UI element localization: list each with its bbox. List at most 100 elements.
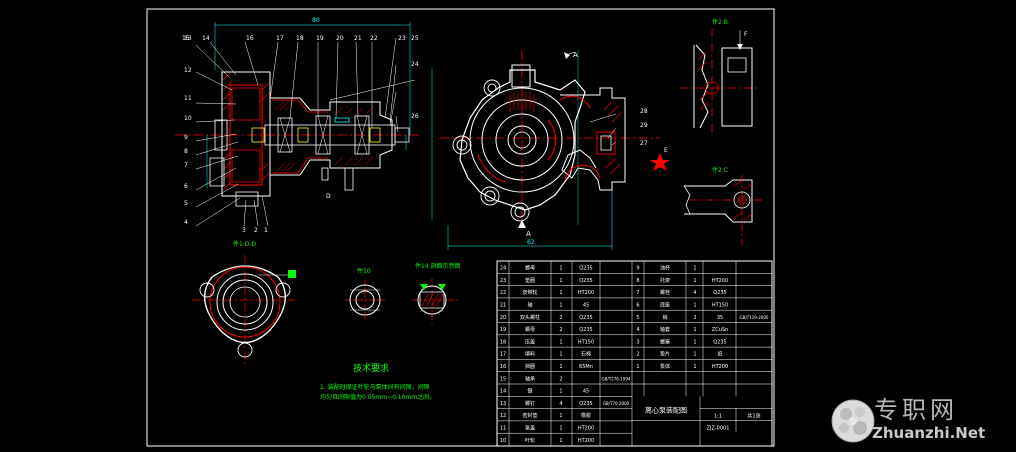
parts-no-cell: 6 <box>636 303 639 309</box>
parts-no-cell: 22 <box>500 290 506 296</box>
parts-mat-cell: HT200 <box>712 364 728 370</box>
svg-text:80: 80 <box>312 17 320 24</box>
small-part-label: 件10 <box>357 267 371 275</box>
balloon-left-9: 9 <box>184 134 188 141</box>
parts-mat-cell: HT200 <box>578 290 594 296</box>
parts-no-cell: 2 <box>636 352 639 358</box>
balloon-top-14: 14 <box>202 35 210 42</box>
parts-no-cell: 1 <box>636 364 639 370</box>
parts-mat-cell: HT200 <box>712 278 728 284</box>
parts-name-cell: 挡圈 <box>525 363 535 370</box>
section-view: 80 <box>175 17 420 227</box>
parts-no-cell: 16 <box>500 364 506 370</box>
cross-section-label: 件14 剖面示意图 <box>415 262 461 270</box>
arrow-d: D <box>326 193 331 200</box>
parts-name-cell: 螺栓 <box>660 289 670 296</box>
tech-title: 技术要求 <box>353 362 389 374</box>
parts-name-cell: 轴 <box>527 302 532 309</box>
balloon-left-4: 4 <box>184 219 188 226</box>
parts-qty-cell: 1 <box>559 303 562 309</box>
parts-qty-cell: 1 <box>559 266 562 272</box>
parts-mat-cell: Q235 <box>713 290 726 296</box>
parts-qty-cell: 1 <box>693 327 696 333</box>
balloon-front-27: 27 <box>640 140 648 147</box>
parts-qty-cell: 1 <box>693 303 696 309</box>
parts-no-cell: 13 <box>500 401 506 407</box>
parts-name-cell: 底座 <box>660 302 670 309</box>
parts-note-cell: GB/T119-2000 <box>740 315 769 320</box>
parts-no-cell: 12 <box>500 413 506 419</box>
parts-qty-cell: 1 <box>693 266 696 272</box>
parts-name-cell: 油杯 <box>660 265 670 272</box>
balloon-bottom-1: 1 <box>264 227 268 234</box>
balloon-top-17: 17 <box>276 35 284 42</box>
parts-no-cell: 4 <box>636 327 639 333</box>
balloon-top-20: 20 <box>336 35 344 42</box>
balloon-left-8: 8 <box>184 148 188 155</box>
parts-mat-cell: 45 <box>583 389 589 395</box>
parts-no-cell: 20 <box>500 315 506 321</box>
parts-mat-cell: 纸 <box>717 351 722 358</box>
parts-no-cell: 10 <box>500 438 506 444</box>
parts-qty-cell: 1 <box>693 352 696 358</box>
parts-no-cell: 5 <box>636 315 639 321</box>
parts-qty-cell: 1 <box>559 364 562 370</box>
parts-mat-cell: 65Mn <box>579 364 593 370</box>
parts-qty-cell: 2 <box>559 315 562 321</box>
arrow-a-top: A <box>573 51 578 59</box>
front-view: 62 <box>431 50 670 250</box>
balloon-right-25: 25 <box>411 35 419 42</box>
parts-qty-cell: 2 <box>559 327 562 333</box>
parts-name-cell: 螺母 <box>525 326 535 333</box>
parts-name-cell: 销 <box>662 314 667 321</box>
balloon-top-19: 19 <box>316 35 324 42</box>
parts-no-cell: 21 <box>500 303 506 309</box>
parts-qty-cell: 1 <box>693 339 696 345</box>
balloon-front-29: 29 <box>640 122 648 129</box>
parts-name-cell: 轴承 <box>525 375 535 382</box>
small-part-view <box>345 280 385 320</box>
parts-name-cell: 填料 <box>525 351 535 358</box>
parts-qty-cell: 1 <box>559 352 562 358</box>
parts-qty-cell: 2 <box>559 376 562 382</box>
parts-name-cell: 螺母 <box>525 265 535 272</box>
parts-qty-cell: 4 <box>693 290 696 296</box>
balloon-top-18: 18 <box>296 35 304 42</box>
balloon-left-5: 5 <box>184 200 188 207</box>
parts-name-cell: 托架 <box>660 277 670 284</box>
balloon-left-6: 6 <box>184 183 188 190</box>
parts-name-cell: 密封垫 <box>522 412 537 419</box>
arrow-e: E <box>664 147 668 154</box>
arrow-a-bottom: A <box>526 230 531 238</box>
tech-line-1: 1. 装配时保证叶轮与泵体间有间隙，间隙 <box>320 383 430 391</box>
parts-no-cell: 15 <box>500 376 506 382</box>
parts-no-cell: 11 <box>500 426 506 432</box>
parts-no-cell: 19 <box>500 327 506 333</box>
parts-name-cell: 垫圈 <box>525 277 535 284</box>
parts-no-cell: 23 <box>500 278 506 284</box>
parts-name-cell: 螺塞 <box>660 338 670 345</box>
parts-qty-cell: 1 <box>559 278 562 284</box>
parts-no-cell: 3 <box>636 339 639 345</box>
parts-qty-cell: 2 <box>693 315 696 321</box>
tech-line-2: 均匀且间隙值为0.05mm~0.10mm之间。 <box>320 393 435 401</box>
balloon-front-28: 28 <box>640 108 648 115</box>
arrow-f: F <box>744 31 748 38</box>
parts-no-cell: 18 <box>500 339 506 345</box>
parts-no-cell: 14 <box>500 389 506 395</box>
parts-qty-cell: 1 <box>559 389 562 395</box>
balloon-top-23: 23 <box>398 35 406 42</box>
balloon-top-15: 15 <box>182 35 190 42</box>
view-c-label: 件2 C <box>712 166 728 174</box>
balloon-top-22: 22 <box>370 35 378 42</box>
parts-qty-cell: 1 <box>559 413 562 419</box>
title-block-name: 离心泵装配图 <box>645 405 687 414</box>
parts-no-cell: 8 <box>636 278 639 284</box>
balloon-bottom-2: 2 <box>254 227 258 234</box>
svg-text:62: 62 <box>527 239 535 246</box>
parts-mat-cell: Q235 <box>713 339 726 345</box>
parts-qty-cell: 1 <box>559 426 562 432</box>
balloon-top-16: 16 <box>246 35 254 42</box>
